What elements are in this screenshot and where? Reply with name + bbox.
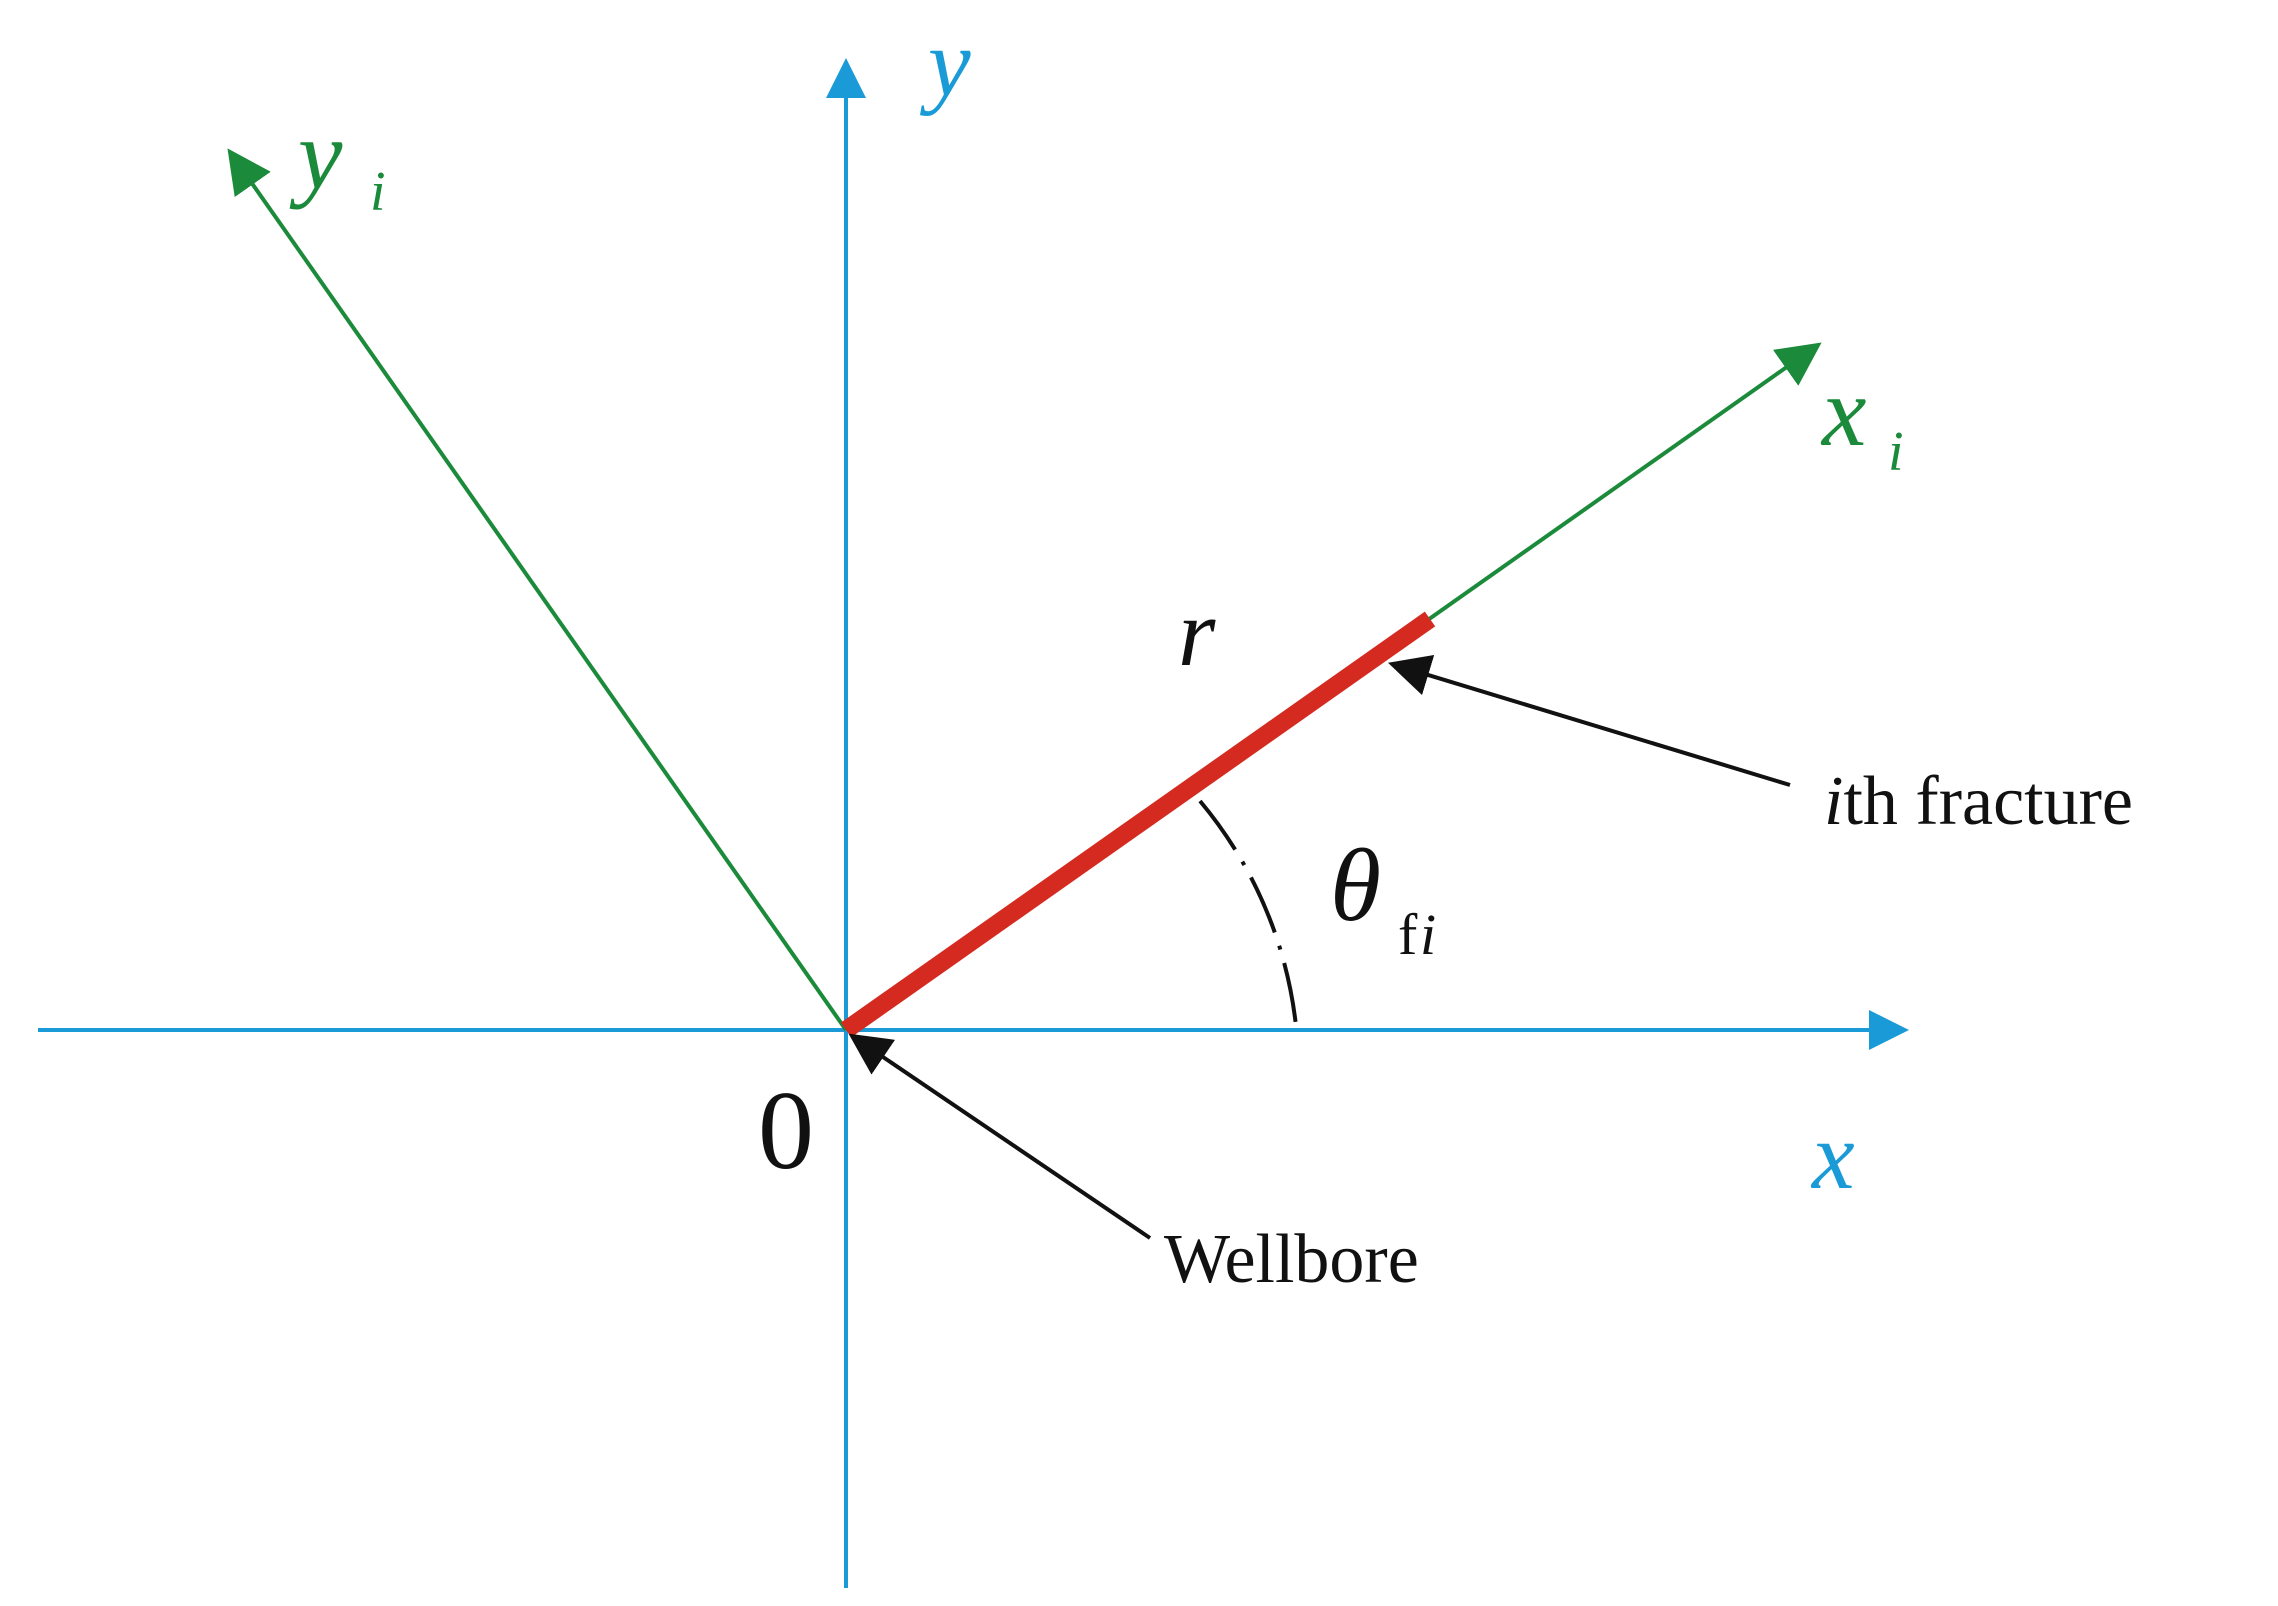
fracture-length-label: r — [1178, 579, 1216, 686]
fracture-callout-text: ith fracture — [1824, 763, 2133, 840]
yi-axis-line — [227, 148, 848, 1032]
y-axis-label: y — [919, 9, 971, 116]
fracture-segment — [840, 611, 1436, 1038]
xi-axis-label: x i — [1820, 356, 1904, 483]
wellbore-callout-text: Wellbore — [1164, 1221, 1419, 1298]
wellbore-callout-arrow — [848, 1033, 1152, 1240]
angle-sub-i: i — [1420, 902, 1436, 967]
yi-axis-label: y i — [289, 99, 386, 223]
xi-axis-label-sub: i — [1888, 421, 1904, 483]
yi-axis-label-sub: i — [370, 161, 386, 223]
fracture-callout-arrow — [1387, 654, 1791, 787]
yi-axis-label-base: y — [289, 99, 343, 210]
angle-symbol: θ — [1330, 828, 1381, 943]
angle-label: θ f i — [1330, 828, 1436, 967]
origin-label: 0 — [758, 1069, 814, 1193]
x-axis-label: x — [1810, 1102, 1855, 1209]
fracture-callout-prefix: i — [1824, 763, 1843, 840]
angle-arc — [1198, 799, 1298, 1027]
angle-sub-f: f — [1398, 902, 1418, 967]
xi-axis-label-base: x — [1820, 356, 1866, 467]
fracture-callout-suffix: th fracture — [1843, 763, 2133, 840]
